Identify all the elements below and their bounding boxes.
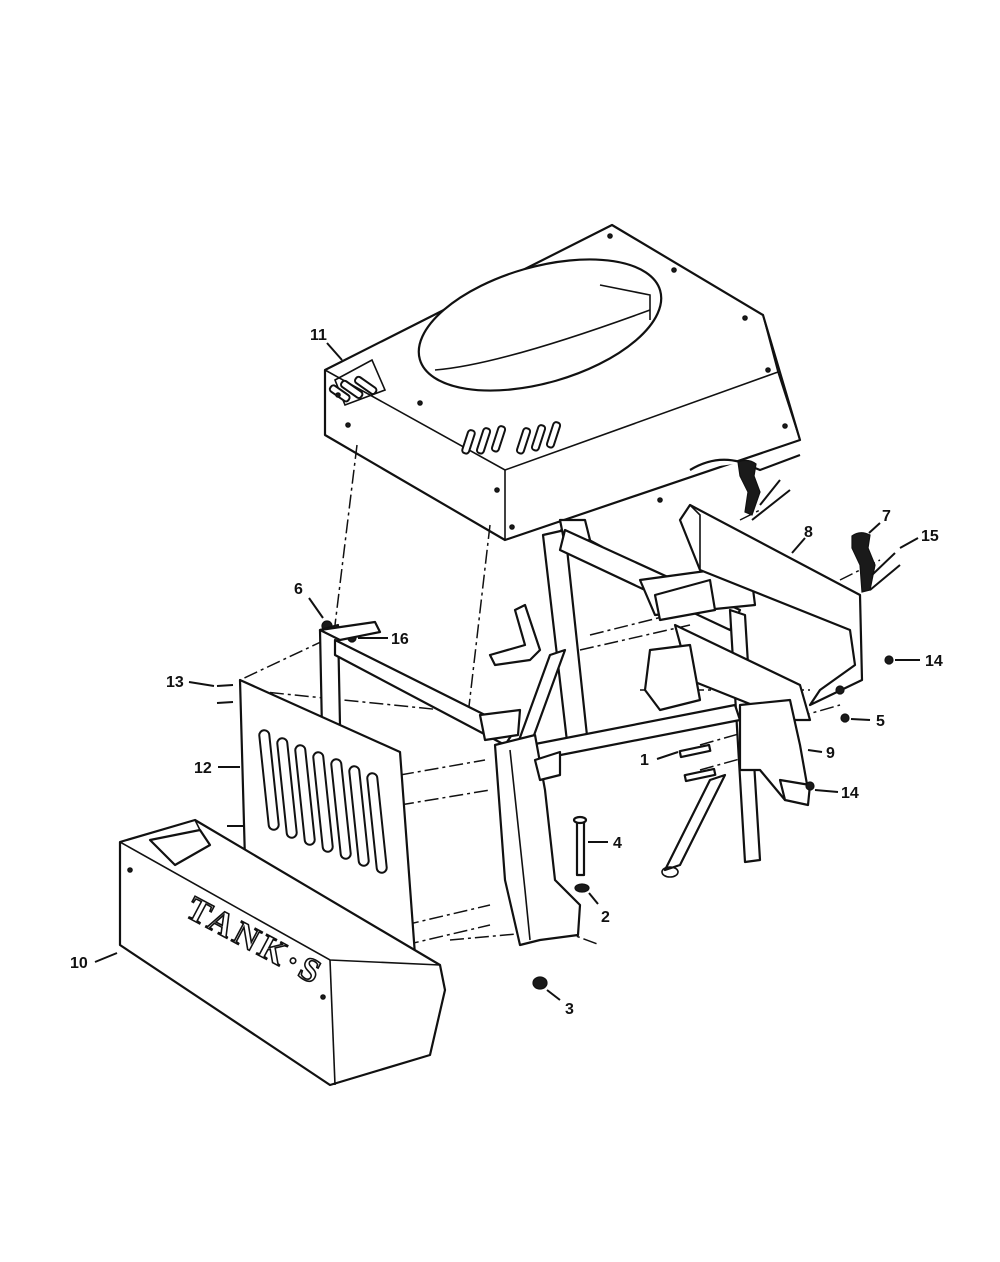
callout-2: 2 xyxy=(601,909,610,926)
callout-9: 9 xyxy=(826,745,835,762)
front-bumper-10: TANK·S xyxy=(118,818,447,1087)
callout-15: 15 xyxy=(921,528,939,545)
callout-14-lower: 14 xyxy=(841,785,859,802)
washer-2 xyxy=(574,883,590,893)
callout-7: 7 xyxy=(882,508,891,525)
callout-10: 10 xyxy=(70,955,88,972)
callout-4: 4 xyxy=(613,835,622,852)
nut-3 xyxy=(532,976,548,990)
bolt-4 xyxy=(575,818,586,877)
side-panel-8 xyxy=(643,503,864,722)
side-bracket-9 xyxy=(738,698,812,807)
bolt-1 xyxy=(678,743,712,759)
hood-front-vents xyxy=(461,421,562,455)
callout-11: 11 xyxy=(310,327,327,344)
callout-14-upper: 14 xyxy=(925,653,943,670)
callout-3: 3 xyxy=(565,1001,574,1018)
front-frame xyxy=(318,620,582,947)
callout-1: 1 xyxy=(640,752,649,769)
hood-shroud xyxy=(323,223,802,542)
nut-14-lower xyxy=(805,781,815,791)
grille-slots xyxy=(258,729,388,874)
callout-12: 12 xyxy=(194,760,212,777)
callout-8: 8 xyxy=(804,524,813,541)
nut-5 xyxy=(840,713,850,723)
callout-6: 6 xyxy=(294,581,303,598)
latch-7 xyxy=(737,459,876,593)
hood-bolt-holes xyxy=(335,233,788,530)
callout-13: 13 xyxy=(166,674,184,691)
callout-16: 16 xyxy=(391,631,409,648)
callouts: 1 2 3 4 5 6 7 8 9 10 11 12 13 xyxy=(70,327,943,1018)
nut-14-upper xyxy=(884,655,894,665)
front-grille-12 xyxy=(238,678,417,957)
callout-5: 5 xyxy=(876,713,885,730)
